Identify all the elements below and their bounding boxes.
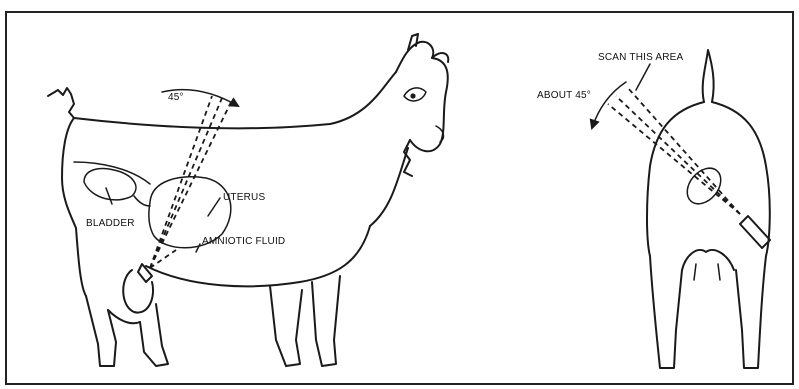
left-angle-label: 45° xyxy=(168,92,184,103)
bladder-shape xyxy=(84,169,136,200)
scan-area-oval xyxy=(680,162,727,211)
right-angle-label: ABOUT 45° xyxy=(537,90,591,101)
bladder-label: BLADDER xyxy=(86,218,135,229)
diagram-frame xyxy=(6,12,793,384)
right-angle-arc xyxy=(592,82,626,128)
goat-rear-view xyxy=(592,50,770,368)
right-probe xyxy=(740,216,770,248)
amniotic-fluid-label: AMNIOTIC FLUID xyxy=(202,236,285,247)
uterus-label: UTERUS xyxy=(223,192,265,203)
scan-area-label: SCAN THIS AREA xyxy=(598,52,684,63)
